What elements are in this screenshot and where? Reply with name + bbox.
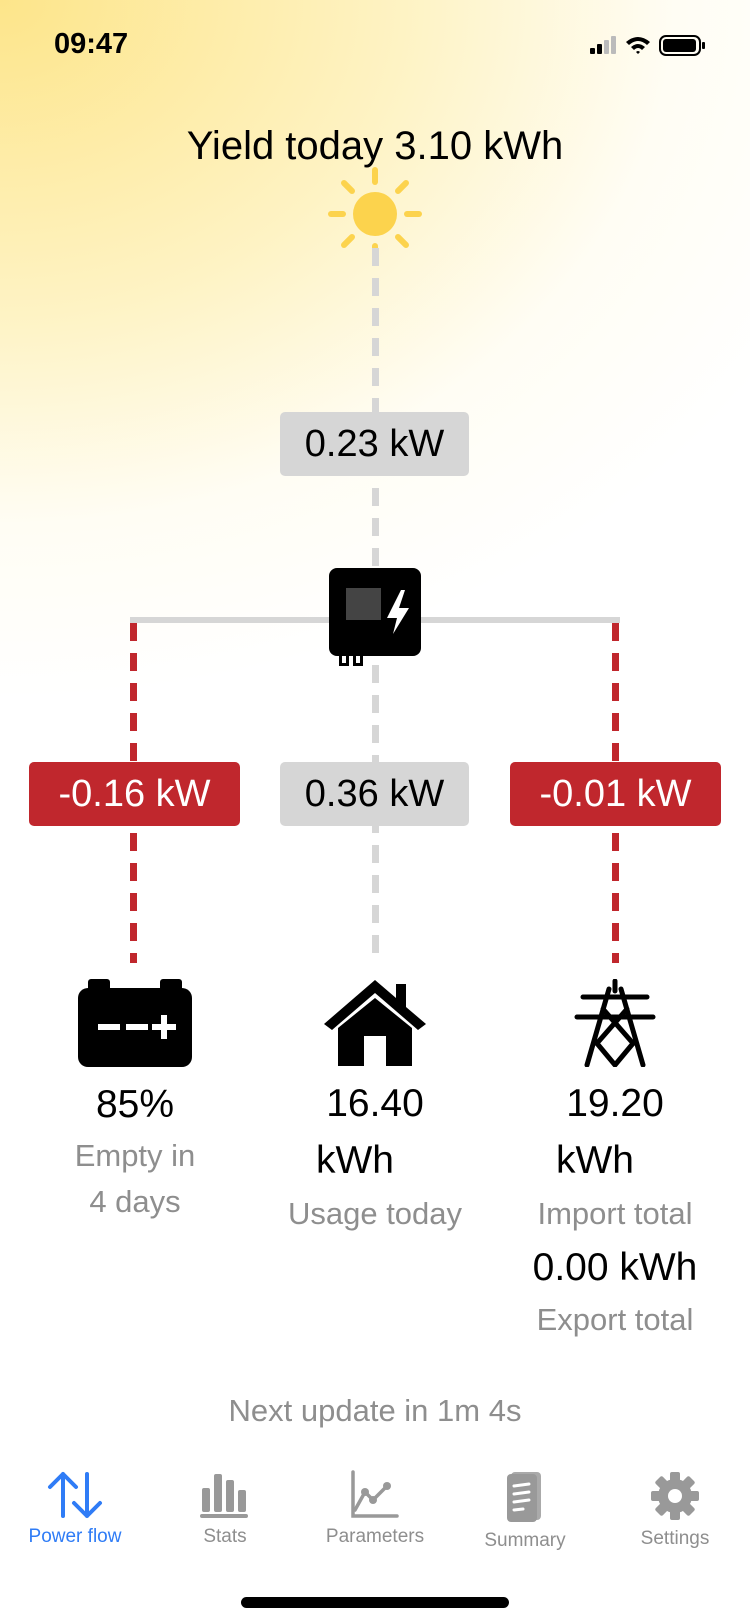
tab-label: Summary [484,1530,566,1551]
inverter-icon [329,568,421,666]
grid-import-value: 19.20 [566,1082,664,1125]
grid-import-label: Import total [537,1196,693,1231]
tab-summary[interactable]: Summary [450,1470,600,1552]
tab-parameters[interactable]: Parameters [300,1470,450,1548]
battery-icon [78,979,192,1067]
sun-icon [328,167,422,261]
home-usage-value: 16.40 [326,1082,424,1125]
battery-percent: 85% [95,1083,175,1126]
grid-export-label: Export total [536,1302,694,1337]
signal-wifi-battery-icon [590,35,705,56]
tab-label: Settings [640,1528,710,1549]
home-indicator[interactable] [241,1597,509,1608]
battery-empty-text: Empty in [74,1138,196,1173]
solar-flow-line [372,248,379,570]
grid-power-label: -0.01 kW [510,762,721,826]
yield-today-title: Yield today 3.10 kWh [186,124,564,168]
tab-settings[interactable]: Settings [600,1470,750,1550]
grid-export-value: 0.00 kWh [532,1246,698,1289]
home-power-label: 0.36 kW [280,762,469,826]
tab-stats[interactable]: Stats [150,1470,300,1548]
tab-power-flow[interactable]: Power flow [0,1470,150,1548]
power-tower-icon [574,979,656,1067]
solar-power-label: 0.23 kW [280,412,469,476]
battery-power-label: -0.16 kW [29,762,240,826]
tab-label: Power flow [28,1526,122,1547]
line-chart-icon [351,1470,399,1518]
tab-label: Parameters [325,1526,425,1547]
home-usage-label: Usage today [287,1196,463,1231]
document-icon [507,1472,541,1522]
status-time: 09:47 [54,28,129,60]
next-update-text: Next update in 1m 4s [228,1393,522,1428]
bar-chart-icon [200,1474,248,1518]
arrows-up-down-icon [48,1472,102,1518]
battery-days-text: 4 days [89,1184,181,1219]
home-usage-unit: kWh [316,1139,394,1182]
tab-label: Stats [203,1526,247,1547]
house-icon [324,980,426,1066]
status-icons [590,34,720,61]
grid-import-unit: kWh [556,1139,634,1182]
gear-icon [651,1472,699,1520]
